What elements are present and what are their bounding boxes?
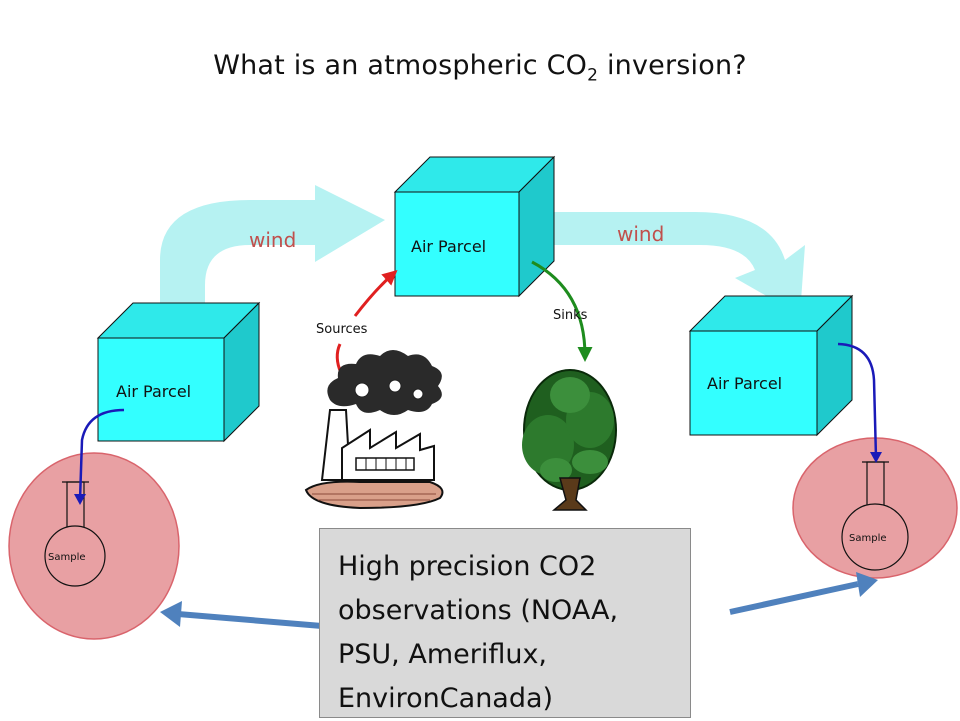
obs-arrow-left [160, 601, 323, 629]
sinks-arrow [531, 260, 593, 362]
wind-arrow-left [160, 185, 385, 325]
air-parcel-cube-left [96, 301, 261, 443]
air-parcel-label-center: Air Parcel [411, 237, 486, 256]
sample-label-right: Sample [849, 533, 887, 544]
sample-label-left: Sample [48, 552, 86, 563]
page-title: What is an atmospheric CO2 inversion? [213, 50, 747, 86]
wind-label-right: wind [617, 222, 664, 246]
factory-icon [304, 350, 444, 510]
sample-line-right [837, 342, 878, 459]
sources-label: Sources [316, 322, 368, 337]
observations-box: High precision CO2 observations (NOAA, P… [319, 528, 691, 718]
air-parcel-label-left: Air Parcel [116, 382, 191, 401]
flask-icon [44, 481, 106, 587]
air-parcel-label-right: Air Parcel [707, 374, 782, 393]
wind-arrow-right [545, 212, 805, 315]
air-parcel-cube-right [688, 294, 854, 437]
sinks-label: Sinks [553, 308, 588, 323]
wind-label-left: wind [249, 228, 296, 252]
obs-arrow-right [729, 572, 878, 615]
air-parcel-cube-center [393, 155, 556, 298]
sample-line-left [78, 408, 125, 501]
flask-icon [841, 461, 909, 571]
observations-text: High precision CO2 observations (NOAA, P… [338, 551, 619, 714]
tree-icon [522, 369, 617, 511]
